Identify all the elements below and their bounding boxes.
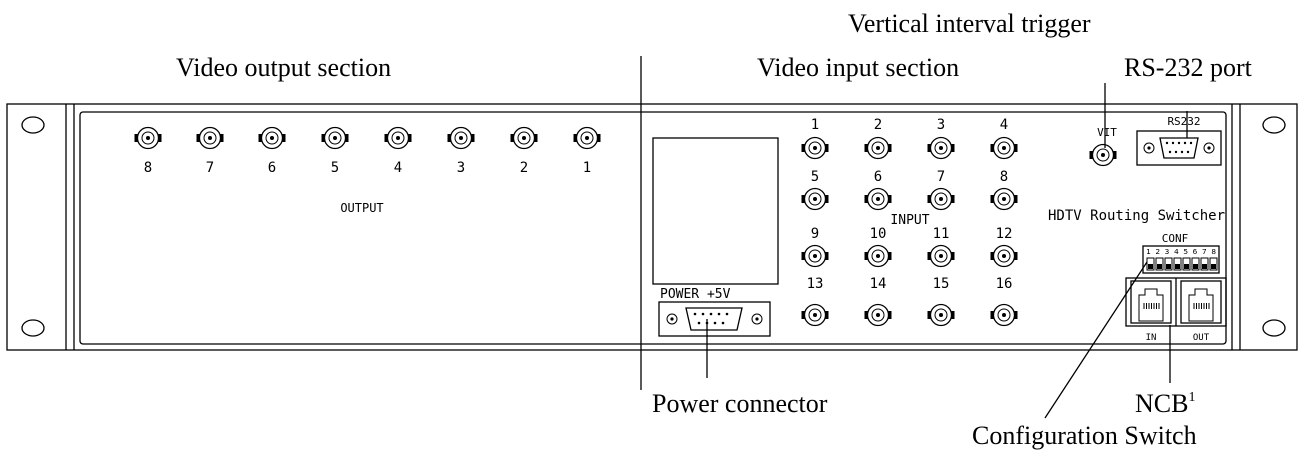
display-window: [652, 137, 779, 285]
rs232-port: RS232: [1136, 115, 1222, 166]
input-section: 1 2 3 4 5 6 7 8 9 10 11 12 13 14 15 16: [800, 117, 1019, 327]
conf-label: CONF: [1162, 232, 1189, 245]
input-number: 6: [874, 169, 882, 185]
output-label: OUTPUT: [340, 201, 383, 215]
input-number: 15: [933, 276, 950, 292]
output-number: 7: [206, 160, 214, 176]
bnc-connector-icon: [926, 187, 956, 211]
input-number: 10: [870, 226, 887, 242]
output-section: 8 7 6 5 4 3 2 1 OUTPUT: [133, 126, 602, 215]
callout-ncb-superscript: 1: [1188, 390, 1195, 405]
output-number: 1: [583, 160, 591, 176]
callout-configuration-switch: Configuration Switch: [972, 421, 1197, 450]
input-number: 3: [937, 117, 945, 133]
bnc-connector-icon: [863, 187, 893, 211]
vit-label: VIT: [1097, 126, 1117, 139]
input-number: 8: [1000, 169, 1008, 185]
config-switch-leader-line: [1044, 261, 1148, 419]
input-label: INPUT: [890, 213, 929, 228]
rack-mount-hole-icon: [1262, 319, 1286, 337]
input-number: 14: [870, 276, 887, 292]
output-number: 4: [394, 160, 402, 176]
bnc-connector-icon: [572, 126, 602, 150]
bnc-connector-icon: [863, 303, 893, 327]
rj45-jack-icon: [1180, 280, 1222, 324]
callout-rs232-port: RS-232 port: [1124, 53, 1253, 82]
bnc-connector-icon: [800, 303, 830, 327]
callout-video-input-section: Video input section: [757, 53, 959, 82]
bnc-connector-icon: [989, 303, 1019, 327]
bnc-connector-icon: [446, 126, 476, 150]
bnc-connector-icon: [800, 136, 830, 160]
callout-ncb: NCB1: [1135, 389, 1195, 418]
callout-video-output-section: Video output section: [176, 53, 391, 82]
input-number: 1: [811, 117, 819, 133]
bnc-connector-icon: [1088, 143, 1118, 167]
output-number: 3: [457, 160, 465, 176]
callout-vertical-interval-trigger: Vertical interval trigger: [848, 9, 1091, 38]
configuration-dip-switch: CONF 1 2 3 4 5 6 7 8: [1142, 232, 1220, 274]
rs232-label: RS232: [1167, 115, 1200, 128]
bnc-connector-icon: [383, 126, 413, 150]
input-number: 7: [937, 169, 945, 185]
bnc-connector-icon: [800, 244, 830, 268]
input-number: 12: [996, 226, 1013, 242]
output-number: 6: [268, 160, 276, 176]
leader-lines: [640, 56, 1188, 419]
rack-chassis: [6, 103, 1298, 351]
db9-connector-icon: [1136, 130, 1222, 166]
bnc-connector-icon: [926, 244, 956, 268]
power-label: POWER +5V: [660, 287, 731, 302]
vit-connector: VIT: [1088, 126, 1118, 167]
bnc-connector-icon: [133, 126, 163, 150]
input-number: 4: [1000, 117, 1008, 133]
bnc-connector-icon: [989, 244, 1019, 268]
output-number: 5: [331, 160, 339, 176]
db9-connector-icon: [658, 301, 771, 337]
callout-ncb-text: NCB: [1135, 389, 1188, 418]
input-number: 5: [811, 169, 819, 185]
dip-switch-icon: 1 2 3 4 5 6 7 8: [1142, 245, 1220, 274]
output-number: 2: [520, 160, 528, 176]
bnc-connector-icon: [863, 244, 893, 268]
input-number: 13: [807, 276, 824, 292]
bnc-connector-icon: [800, 187, 830, 211]
bnc-connector-icon: [509, 126, 539, 150]
bnc-connector-icon: [926, 303, 956, 327]
callout-power-connector: Power connector: [652, 389, 828, 418]
bnc-connector-icon: [926, 136, 956, 160]
input-number: 9: [811, 226, 819, 242]
input-number: 16: [996, 276, 1013, 292]
input-number: 2: [874, 117, 882, 133]
bnc-connector-icon: [195, 126, 225, 150]
bnc-connector-icon: [989, 136, 1019, 160]
bnc-connector-icon: [320, 126, 350, 150]
ncb-out-label: OUT: [1193, 333, 1210, 343]
rack-mount-hole-icon: [21, 319, 45, 337]
input-number: 11: [933, 226, 950, 242]
dip-switch-numbers: 1 2 3 4 5 6 7 8: [1146, 248, 1216, 256]
rack-mount-hole-icon: [21, 116, 45, 134]
callouts: Video output section Video input section…: [176, 9, 1253, 450]
ncb-ports: IN OUT: [1125, 277, 1227, 343]
output-number: 8: [144, 160, 152, 176]
ncb-in-label: IN: [1146, 333, 1157, 343]
product-name: HDTV Routing Switcher: [1048, 208, 1225, 224]
power-connector: POWER +5V: [658, 287, 771, 337]
bnc-connector-icon: [863, 136, 893, 160]
bnc-connector-icon: [989, 187, 1019, 211]
rj45-jack-icon: [1130, 280, 1172, 324]
rack-mount-hole-icon: [1262, 116, 1286, 134]
bnc-connector-icon: [257, 126, 287, 150]
